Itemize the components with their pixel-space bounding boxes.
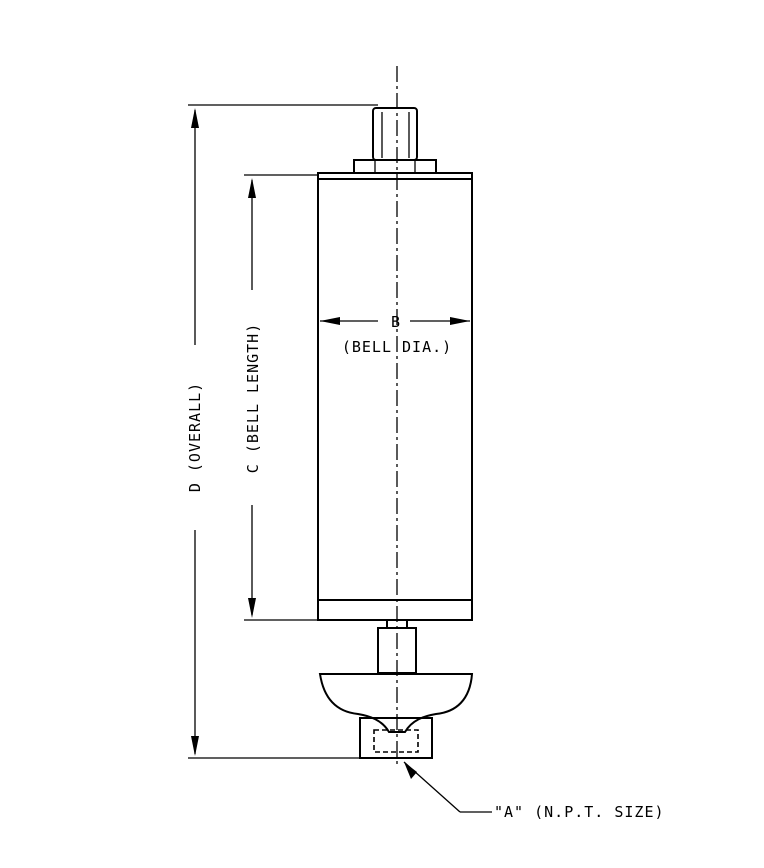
top-stud bbox=[372, 107, 418, 161]
cup bbox=[318, 673, 474, 733]
label-d-overall: D (OVERALL) bbox=[186, 382, 204, 492]
bell-body bbox=[317, 172, 473, 621]
npt-fitting bbox=[359, 717, 433, 759]
label-bell-dia: (BELL DIA.) bbox=[342, 338, 452, 356]
npt-leader bbox=[403, 761, 492, 813]
label-b: B bbox=[391, 313, 401, 331]
bell-length-dimension bbox=[244, 174, 318, 621]
bell-dia-dimension bbox=[320, 317, 470, 325]
label-a-npt-size: "A" (N.P.T. SIZE) bbox=[494, 803, 665, 821]
overall-dimension bbox=[188, 104, 378, 759]
hex-nut bbox=[353, 159, 437, 174]
label-c-bell-length: C (BELL LENGTH) bbox=[244, 323, 262, 473]
